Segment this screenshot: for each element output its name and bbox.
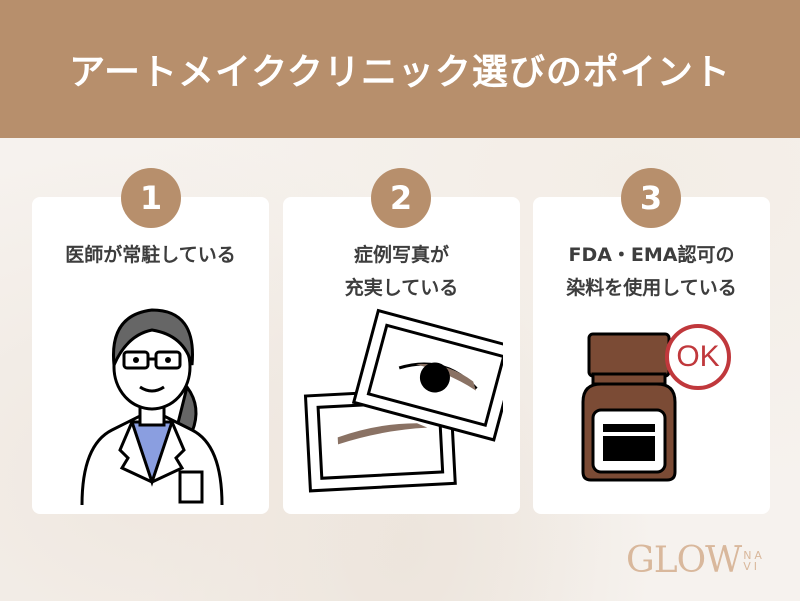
point-card-3: FDA・EMA認可の 染料を使用している OK	[533, 197, 770, 514]
logo-sub-bottom: VI	[743, 559, 760, 573]
ok-stamp-text: OK	[676, 340, 720, 373]
point-2-badge: 2	[371, 168, 431, 228]
point-2-text-line2: 充実している	[344, 277, 459, 299]
ok-stamp: OK	[665, 324, 731, 390]
doctor-illustration	[80, 308, 224, 506]
logo-sub-top: NA	[743, 548, 765, 562]
pigment-bottle-illustration	[581, 332, 677, 482]
point-2-text-line1: 症例写真が	[353, 244, 449, 266]
point-3-text-line2: 染料を使用している	[566, 277, 737, 299]
point-card-1: 医師が常駐している	[32, 197, 269, 514]
point-card-2: 症例写真が 充実している	[283, 197, 520, 514]
point-3-badge: 3	[621, 168, 681, 228]
logo-main: GLOW	[626, 540, 742, 581]
point-1-text: 医師が常駐している	[65, 244, 236, 266]
case-photos-illustration	[303, 308, 503, 493]
glow-navi-logo: GLOW NA VI	[626, 540, 765, 581]
point-3-text-line1: FDA・EMA認可の	[568, 244, 735, 266]
page-title: アートメイククリニック選びのポイント	[69, 52, 731, 93]
point-1-badge: 1	[121, 168, 181, 228]
header-banner: アートメイククリニック選びのポイント	[0, 0, 800, 138]
